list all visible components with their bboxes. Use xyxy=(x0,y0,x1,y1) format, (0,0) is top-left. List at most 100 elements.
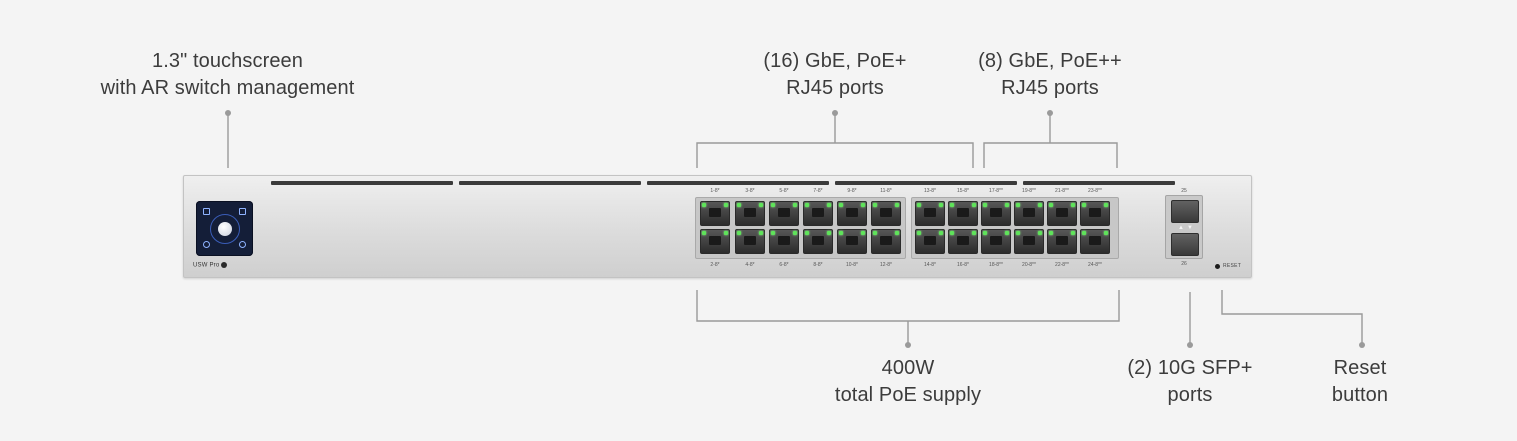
link-led xyxy=(702,203,706,207)
port-label-19: 19-8** xyxy=(1022,188,1036,194)
rj45-port-2[interactable] xyxy=(700,229,730,254)
port-label-22: 22-8** xyxy=(1055,262,1069,268)
port-label-13: 13-8* xyxy=(924,188,936,194)
rj45-port-5[interactable] xyxy=(769,201,799,226)
reset-label: RESET xyxy=(1223,263,1242,269)
link-led xyxy=(983,203,987,207)
poe-led xyxy=(793,231,797,235)
poe-led xyxy=(724,231,728,235)
vent-slot xyxy=(271,181,453,185)
poe-plus-bracket xyxy=(696,142,974,168)
screen-icon-bottom-right xyxy=(239,241,246,248)
port-label-15: 15-8* xyxy=(957,188,969,194)
rj45-port-13[interactable] xyxy=(915,201,945,226)
rj45-port-12[interactable] xyxy=(871,229,901,254)
link-led xyxy=(805,203,809,207)
port-label-20: 20-8** xyxy=(1022,262,1036,268)
touchscreen-display[interactable] xyxy=(196,201,253,256)
callout-poe-plus-line2: RJ45 ports xyxy=(786,77,884,99)
rj45-port-8[interactable] xyxy=(803,229,833,254)
callout-reset-line1: Reset xyxy=(1333,357,1387,379)
rj45-port-11[interactable] xyxy=(871,201,901,226)
link-led xyxy=(873,231,877,235)
poe-led xyxy=(939,231,943,235)
rj45-port-16[interactable] xyxy=(948,229,978,254)
link-led xyxy=(737,231,741,235)
reset-button[interactable] xyxy=(1215,264,1220,269)
rj45-port-18[interactable] xyxy=(981,229,1011,254)
link-led xyxy=(873,203,877,207)
callout-poe-supply: 400W total PoE supply xyxy=(808,355,1008,409)
rj45-port-1[interactable] xyxy=(700,201,730,226)
link-led xyxy=(737,203,741,207)
port-label-5: 5-8* xyxy=(779,188,789,194)
poe-led xyxy=(861,231,865,235)
rj45-port-20[interactable] xyxy=(1014,229,1044,254)
poe-led xyxy=(827,203,831,207)
callout-sfp-line1: (2) 10G SFP+ xyxy=(1127,357,1253,379)
rj45-port-3[interactable] xyxy=(735,201,765,226)
poe-supply-bracket xyxy=(696,290,1120,322)
rj45-port-17[interactable] xyxy=(981,201,1011,226)
rj45-port-10[interactable] xyxy=(837,229,867,254)
rj45-port-22[interactable] xyxy=(1047,229,1077,254)
link-led xyxy=(805,231,809,235)
link-led xyxy=(917,231,921,235)
link-led xyxy=(983,231,987,235)
link-led xyxy=(839,203,843,207)
link-led xyxy=(1049,203,1053,207)
poe-led xyxy=(759,231,763,235)
rj45-port-19[interactable] xyxy=(1014,201,1044,226)
port-label-2: 2-8* xyxy=(710,262,720,268)
callout-reset-line2: button xyxy=(1331,384,1389,406)
brand-icon xyxy=(221,262,228,268)
poe-led xyxy=(827,231,831,235)
poe-supply-leader-dot xyxy=(905,342,911,348)
rj45-port-14[interactable] xyxy=(915,229,945,254)
port-label-7: 7-8* xyxy=(813,188,823,194)
port-label-21: 21-8** xyxy=(1055,188,1069,194)
reset-leader-dot xyxy=(1359,342,1365,348)
port-label-4: 4-8* xyxy=(745,262,755,268)
poe-led xyxy=(1071,203,1075,207)
link-led xyxy=(771,231,775,235)
rj45-port-21[interactable] xyxy=(1047,201,1077,226)
screen-icon-top-left xyxy=(203,208,210,215)
screen-icon-bottom-left xyxy=(203,241,210,248)
port-label-12: 12-8* xyxy=(880,262,892,268)
link-led xyxy=(771,203,775,207)
callout-touchscreen: 1.3" touchscreen with AR switch manageme… xyxy=(60,48,395,102)
vent-slot xyxy=(1023,181,1175,185)
port-label-3: 3-8* xyxy=(745,188,755,194)
port-label-8: 8-8* xyxy=(813,262,823,268)
port-label-17: 17-8** xyxy=(989,188,1003,194)
rj45-port-7[interactable] xyxy=(803,201,833,226)
port-label-14: 14-8* xyxy=(924,262,936,268)
poe-led xyxy=(1104,231,1108,235)
rj45-port-24[interactable] xyxy=(1080,229,1110,254)
callout-poe-plusplus-line2: RJ45 ports xyxy=(1001,77,1099,99)
rj45-port-23[interactable] xyxy=(1080,201,1110,226)
poe-led xyxy=(939,203,943,207)
rj45-port-9[interactable] xyxy=(837,201,867,226)
port-label-10: 10-8* xyxy=(846,262,858,268)
rj45-port-15[interactable] xyxy=(948,201,978,226)
sfp-label-bottom: 26 xyxy=(1181,261,1187,267)
poe-plusplus-leader-dot xyxy=(1047,110,1053,116)
callout-touchscreen-line1: 1.3" touchscreen xyxy=(151,50,303,72)
rj45-port-4[interactable] xyxy=(735,229,765,254)
poe-led xyxy=(1071,231,1075,235)
port-label-9: 9-8* xyxy=(847,188,857,194)
sfp-port-26[interactable] xyxy=(1171,233,1199,256)
poe-led xyxy=(1104,203,1108,207)
callout-sfp-ports: (2) 10G SFP+ ports xyxy=(1100,355,1280,409)
sfp-port-25[interactable] xyxy=(1171,200,1199,223)
callout-poe-plusplus-ports: (8) GbE, PoE++ RJ45 ports xyxy=(950,48,1150,102)
touchscreen-ring xyxy=(210,214,240,244)
touchscreen-leader-dot xyxy=(225,110,231,116)
rj45-port-6[interactable] xyxy=(769,229,799,254)
poe-led xyxy=(724,203,728,207)
port-label-11: 11-8* xyxy=(880,188,892,194)
callout-poe-plusplus-line1: (8) GbE, PoE++ xyxy=(978,50,1122,72)
port-label-24: 24-8** xyxy=(1088,262,1102,268)
